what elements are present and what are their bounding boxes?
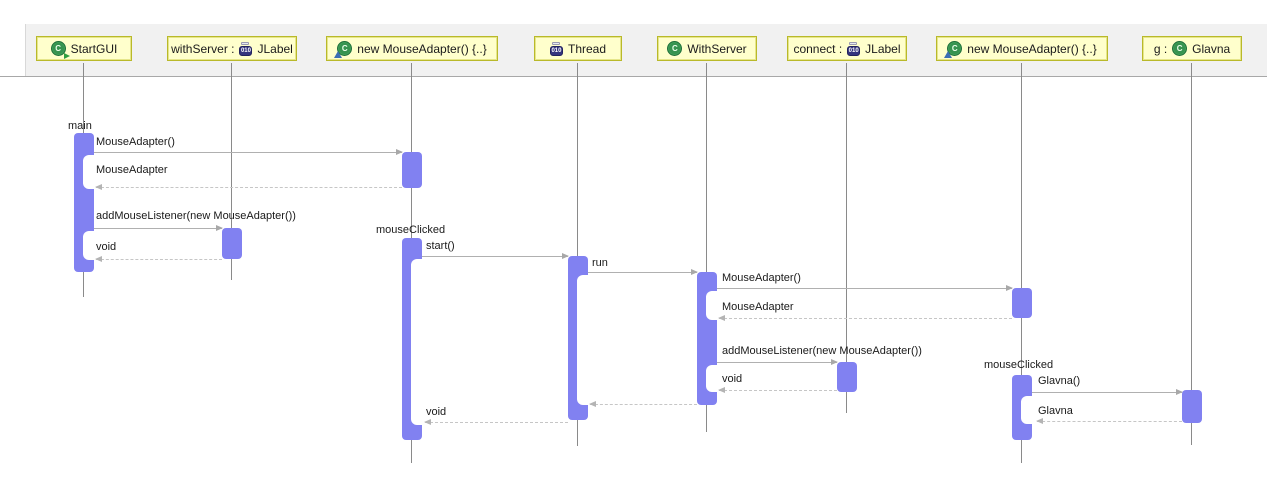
- arrowhead-icon: [216, 225, 223, 231]
- return-arrow-mouseadapter-2: [718, 315, 1012, 321]
- message-label-void[interactable]: void: [96, 241, 117, 253]
- lifeline-header-glavna[interactable]: g : C Glavna: [1142, 36, 1242, 61]
- lifeline-thread: [577, 63, 578, 446]
- lifeline-title: Glavna: [1192, 41, 1231, 56]
- lifeline-prefix: g :: [1153, 41, 1168, 56]
- activation-wait-cutout: [706, 365, 726, 392]
- lifeline-title: JLabel: [257, 41, 293, 56]
- field-icon: 010: [239, 41, 253, 56]
- lifeline-header-connect-jlabel[interactable]: connect : 010 JLabel: [787, 36, 907, 61]
- activation-addmouselistener-connect[interactable]: [837, 362, 857, 392]
- message-label-mouseclicked[interactable]: mouseClicked: [376, 224, 446, 236]
- lifeline-title: Thread: [567, 41, 607, 56]
- return-arrow-mouseadapter-1: [95, 184, 402, 190]
- class-icon: C: [1172, 41, 1188, 56]
- arrowhead-icon: [424, 419, 431, 425]
- message-label-start[interactable]: start(): [426, 240, 455, 252]
- message-label-void[interactable]: void: [722, 373, 743, 385]
- activation-wait-cutout: [83, 231, 103, 260]
- lifeline-header-withserver[interactable]: C WithServer: [657, 36, 757, 61]
- return-arrow-glavna: [1036, 418, 1182, 424]
- activation-wait-cutout: [577, 275, 597, 405]
- message-label-mouseadapter-ctor[interactable]: MouseAdapter(): [722, 272, 801, 284]
- return-arrow-void-3: [424, 419, 568, 425]
- arrowhead-icon: [589, 401, 596, 407]
- lifeline-header-mouseadapter-anon-1[interactable]: C new MouseAdapter() {..}: [326, 36, 498, 61]
- activation-wait-cutout: [1021, 396, 1041, 424]
- message-label-addmouselistener[interactable]: addMouseListener(new MouseAdapter()): [722, 345, 922, 357]
- lifeline-header-withserver-jlabel[interactable]: withServer : 010 JLabel: [167, 36, 297, 61]
- run-badge-icon: [63, 53, 70, 59]
- lifeline-prefix: withServer :: [171, 41, 235, 56]
- message-label-glavna-return[interactable]: Glavna: [1038, 405, 1073, 417]
- call-arrow-addmouselistener-2: [717, 359, 838, 365]
- lifeline-header-mouseadapter-anon-2[interactable]: C new MouseAdapter() {..}: [936, 36, 1108, 61]
- arrowhead-icon: [562, 253, 569, 259]
- lifeline-connect-jlabel: [846, 63, 847, 413]
- arrowhead-icon: [396, 149, 403, 155]
- return-arrow-run: [589, 401, 697, 407]
- arrowhead-icon: [1036, 418, 1043, 424]
- call-arrow-mouseadapter-ctor-1: [94, 149, 403, 155]
- field-icon: 010: [549, 41, 563, 56]
- activation-wait-cutout: [706, 291, 726, 320]
- message-label-addmouselistener[interactable]: addMouseListener(new MouseAdapter()): [96, 210, 296, 222]
- activation-mouseadapter-ctor-2[interactable]: [1012, 288, 1032, 318]
- call-arrow-glavna-ctor: [1032, 389, 1183, 395]
- call-arrow-run: [588, 269, 698, 275]
- lifeline-title: JLabel: [865, 41, 901, 56]
- anonymous-badge-icon: [944, 51, 953, 58]
- arrowhead-icon: [831, 359, 838, 365]
- call-arrow-addmouselistener-1: [94, 225, 223, 231]
- arrowhead-icon: [1006, 285, 1013, 291]
- arrowhead-icon: [1176, 389, 1183, 395]
- activation-glavna-ctor[interactable]: [1182, 390, 1202, 423]
- anonymous-class-icon: C: [334, 41, 353, 58]
- message-label-mouseadapter-return[interactable]: MouseAdapter: [96, 164, 168, 176]
- activation-wait-cutout: [411, 259, 431, 425]
- lifeline-withserver-jlabel: [231, 63, 232, 280]
- message-label-glavna-ctor[interactable]: Glavna(): [1038, 375, 1081, 387]
- lifeline-header-thread[interactable]: 010 Thread: [534, 36, 622, 61]
- lifeline-title: new MouseAdapter() {..}: [967, 41, 1097, 56]
- message-label-run[interactable]: run: [592, 257, 608, 269]
- arrowhead-icon: [95, 256, 102, 262]
- lifeline-title: new MouseAdapter() {..}: [357, 41, 487, 56]
- arrowhead-icon: [718, 315, 725, 321]
- activation-addmouselistener-withserver[interactable]: [222, 228, 242, 259]
- class-icon: C: [667, 41, 683, 56]
- lifeline-header-startgui[interactable]: C StartGUI: [36, 36, 132, 61]
- lifeline-glavna: [1191, 63, 1192, 445]
- message-label-main[interactable]: main: [68, 120, 92, 132]
- lifeline-title: WithServer: [687, 41, 747, 56]
- message-label-void[interactable]: void: [426, 406, 447, 418]
- lifeline-title: StartGUI: [70, 41, 118, 56]
- activation-mouseadapter-ctor-1[interactable]: [402, 152, 422, 188]
- message-label-mouseadapter-ctor[interactable]: MouseAdapter(): [96, 136, 175, 148]
- field-icon: 010: [847, 41, 861, 56]
- arrowhead-icon: [691, 269, 698, 275]
- message-label-mouseadapter-return[interactable]: MouseAdapter: [722, 301, 794, 313]
- call-arrow-mouseadapter-ctor-2: [717, 285, 1013, 291]
- class-run-icon: C: [50, 41, 70, 59]
- lifeline-prefix: connect :: [793, 41, 843, 56]
- return-arrow-void-1: [95, 256, 222, 262]
- lifeline-withserver: [706, 63, 707, 432]
- return-arrow-void-2: [718, 387, 837, 393]
- arrowhead-icon: [718, 387, 725, 393]
- message-label-mouseclicked[interactable]: mouseClicked: [984, 359, 1054, 371]
- anonymous-badge-icon: [334, 51, 343, 58]
- arrowhead-icon: [95, 184, 102, 190]
- header-band-divider: [0, 76, 1267, 77]
- activation-wait-cutout: [83, 155, 103, 189]
- lifeline-mouseadapter-anon-2: [1021, 63, 1022, 463]
- call-arrow-start: [422, 253, 569, 259]
- anonymous-class-icon: C: [944, 41, 963, 58]
